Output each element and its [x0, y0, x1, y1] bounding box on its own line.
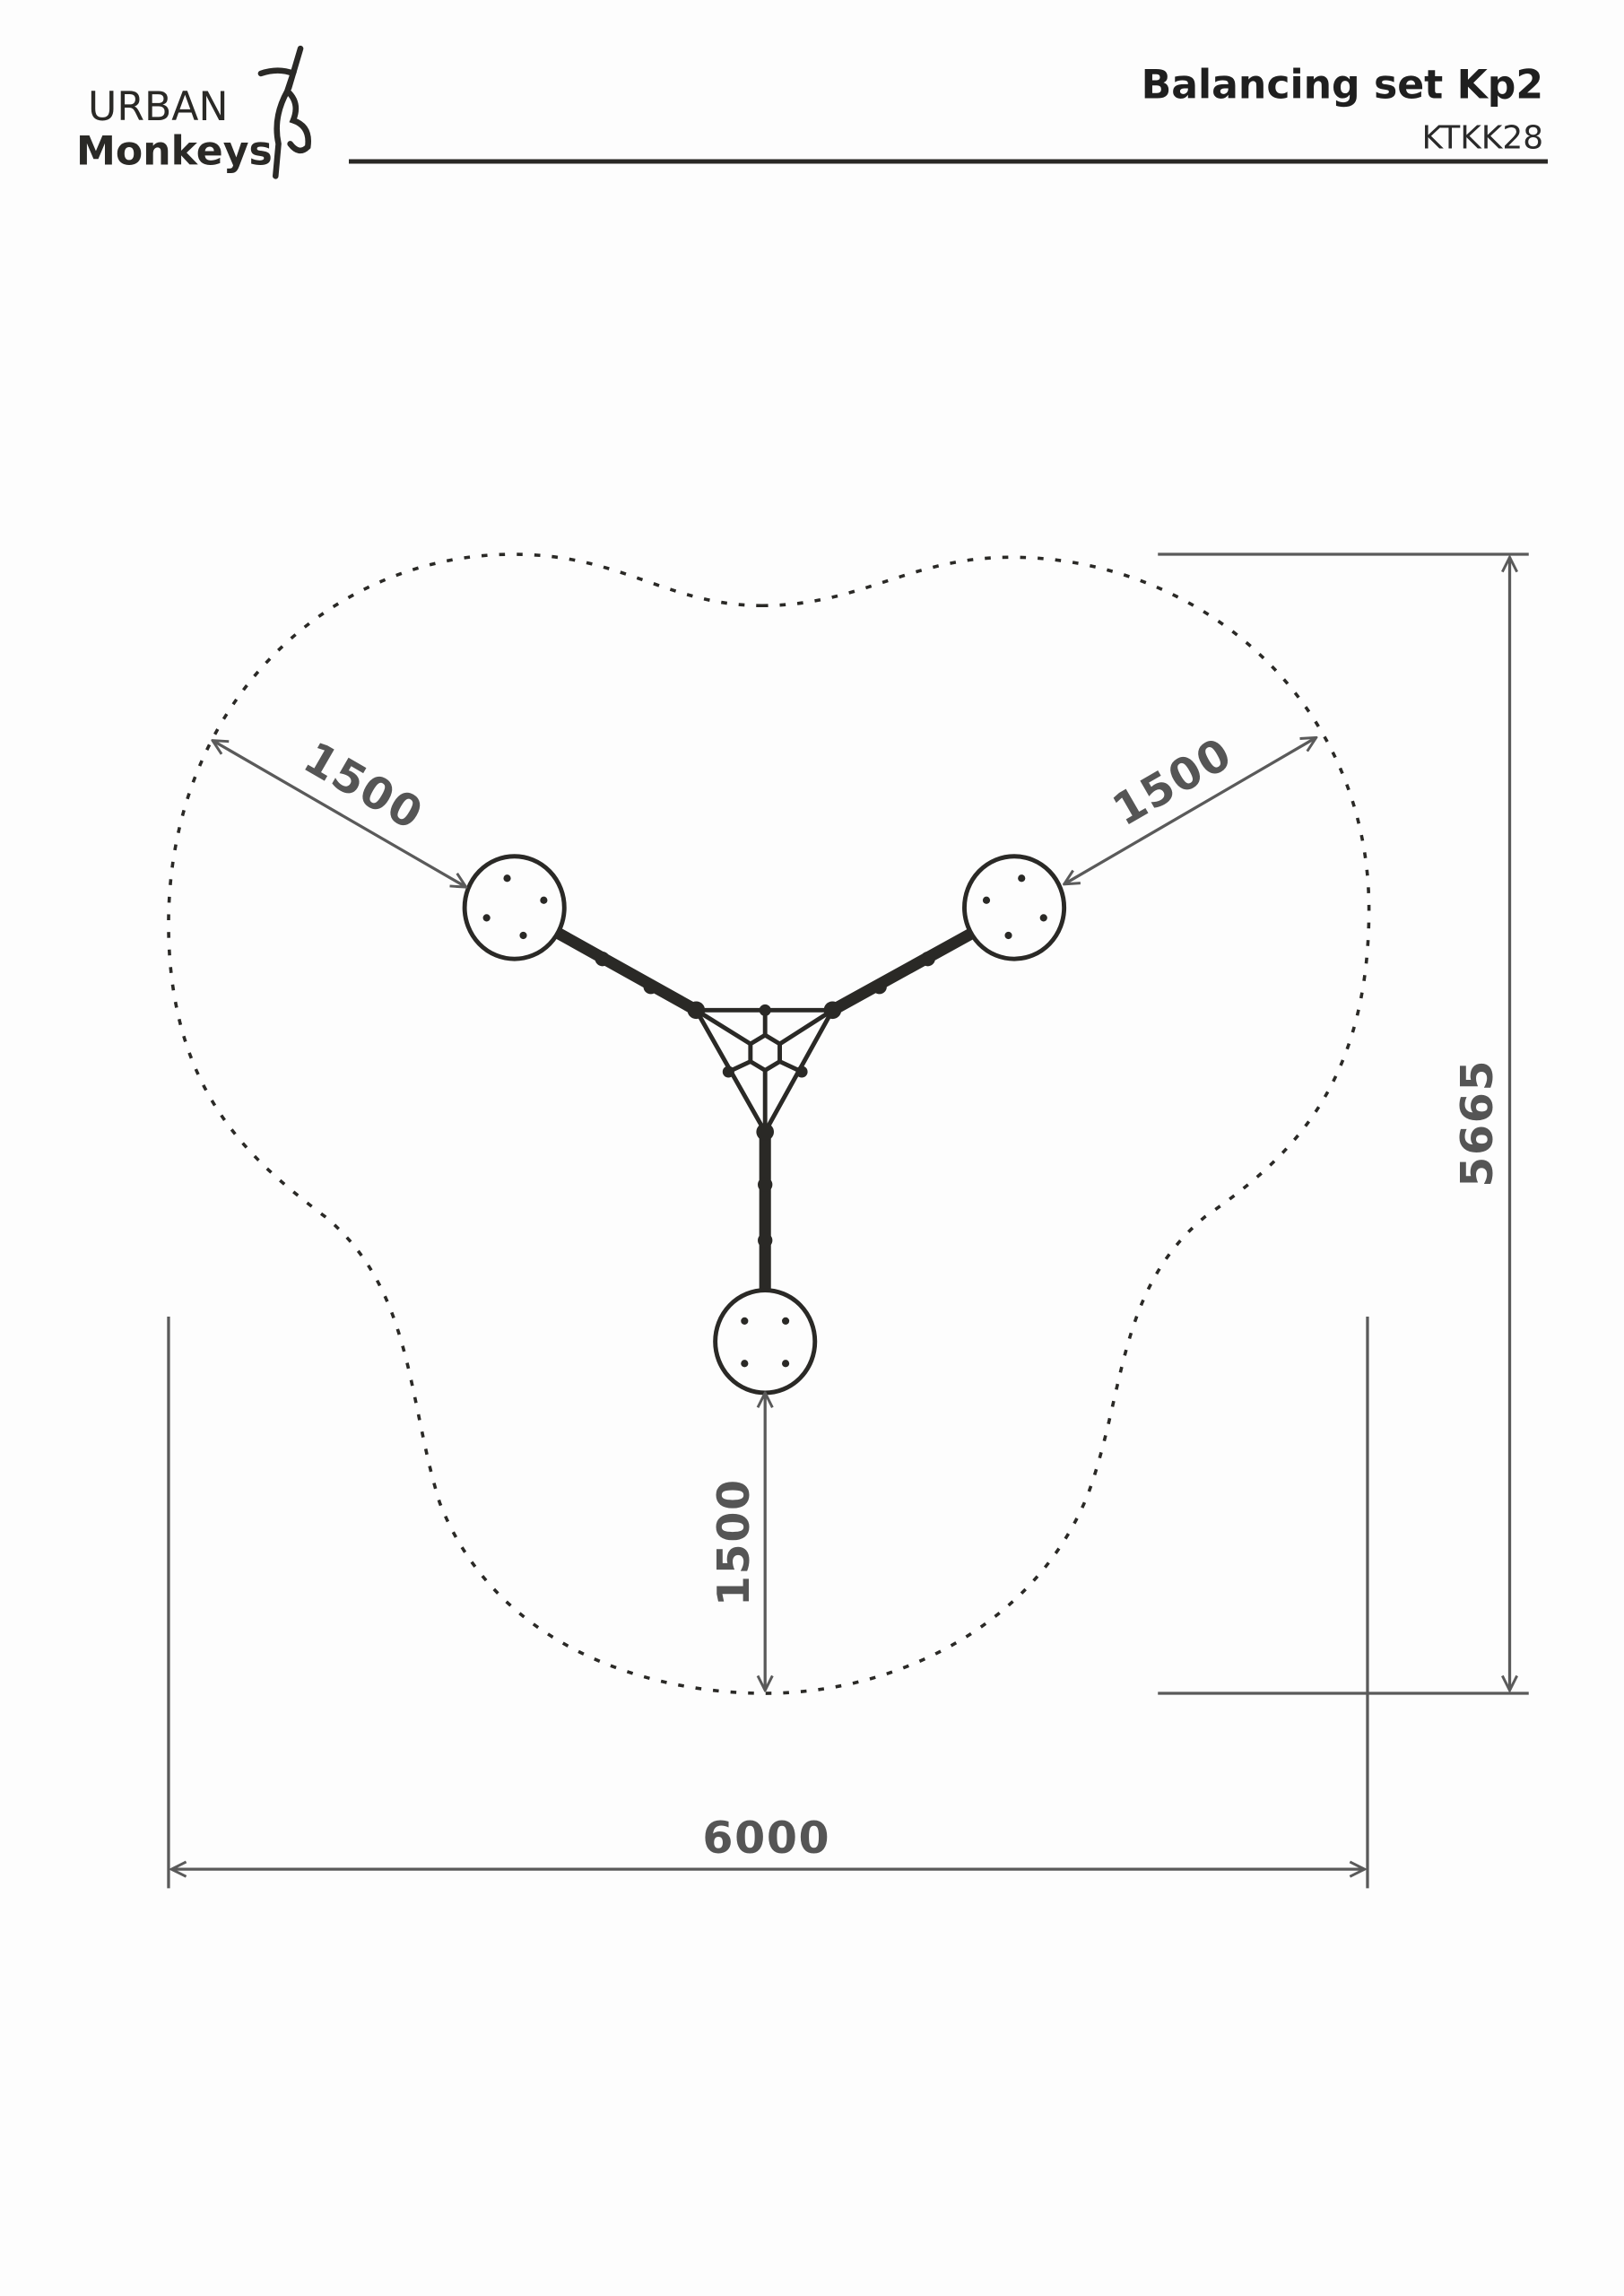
post-right	[962, 854, 1067, 961]
joint-dots	[595, 951, 935, 1248]
dim-left-label: 1500	[295, 731, 432, 840]
dim-width-label: 6000	[702, 1812, 830, 1864]
logo-line1: URBAN	[88, 84, 228, 130]
balancing-structure	[462, 854, 1067, 1396]
dimension-right-radius: 1500	[1064, 727, 1316, 884]
logo-line2: Monkeys	[76, 128, 273, 174]
product-code: KTKK28	[1422, 119, 1544, 156]
monkey-icon	[257, 45, 311, 179]
dimension-left-radius: 1500	[213, 731, 466, 887]
dim-height-label: 5665	[1451, 1059, 1503, 1187]
dimension-width: 6000	[167, 1316, 1369, 1889]
post-bottom	[713, 1288, 818, 1396]
urban-monkeys-logo: URBAN Monkeys	[76, 45, 311, 179]
product-title: Balancing set Kp2	[1142, 63, 1544, 109]
post-left	[462, 854, 567, 961]
right-beam	[826, 926, 979, 1016]
dim-bottom-label: 1500	[708, 1478, 760, 1606]
dimension-height: 5665	[1158, 552, 1529, 1695]
left-beam	[551, 926, 702, 1016]
central-net	[693, 1007, 835, 1135]
dimension-bottom-radius: 1500	[708, 1393, 765, 1691]
